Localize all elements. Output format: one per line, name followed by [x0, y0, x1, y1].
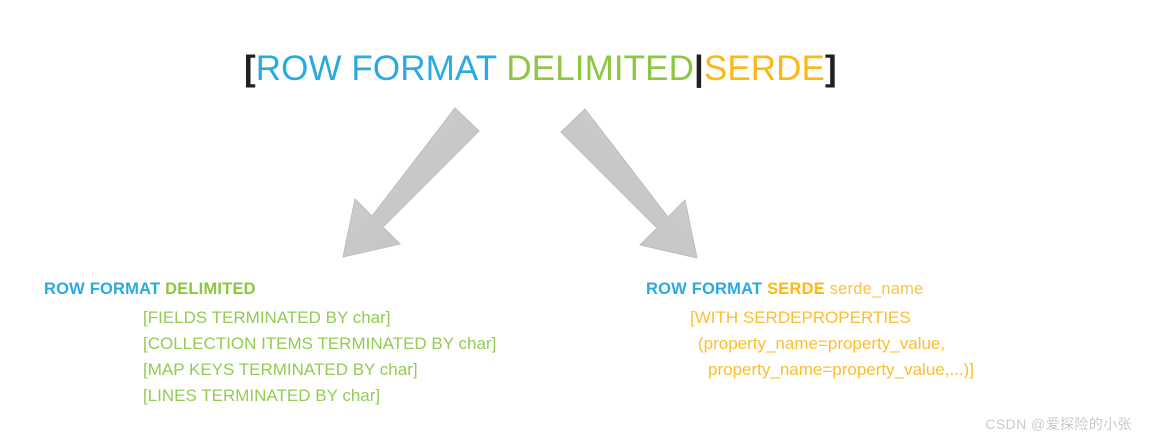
right-line-with-serdeproperties: [WITH SERDEPROPERTIES [690, 308, 911, 327]
left-line-lines: [LINES TERMINATED BY char] [143, 386, 381, 405]
title-open-bracket: [ [244, 49, 256, 88]
arrow-to-serde [560, 108, 698, 259]
right-heading-row-format: ROW FORMAT [646, 280, 763, 298]
right-heading-keyword: SERDE [767, 280, 825, 298]
left-branch-heading: ROW FORMAT DELIMITED [44, 278, 496, 300]
title-space-1 [497, 49, 507, 88]
title-serde: SERDE [703, 49, 825, 88]
right-line-property-first: (property_name=property_value, [698, 334, 946, 353]
left-line-map-keys: [MAP KEYS TERMINATED BY char] [143, 360, 418, 379]
csdn-watermark: CSDN @爱探险的小张 [985, 416, 1132, 432]
title-close-bracket: ] [824, 49, 837, 88]
right-line-property-second: property_name=property_value,...)] [708, 360, 975, 379]
arrow-to-delimited [342, 107, 480, 258]
right-heading-argument: serde_name [829, 280, 924, 298]
left-line-fields: [FIELDS TERMINATED BY char] [143, 308, 391, 327]
syntax-title: [ROW FORMAT DELIMITED|SERDE] [244, 48, 837, 90]
right-branch-lines: [WITH SERDEPROPERTIES (property_name=pro… [646, 305, 974, 383]
title-pipe: | [693, 49, 704, 88]
left-heading-row-format: ROW FORMAT [44, 280, 161, 298]
title-row-format: ROW FORMAT [255, 49, 497, 88]
left-branch: ROW FORMAT DELIMITED [FIELDS TERMINATED … [44, 278, 496, 409]
right-branch-heading: ROW FORMAT SERDE serde_name [646, 278, 974, 300]
left-heading-keyword: DELIMITED [165, 280, 256, 298]
left-line-collection: [COLLECTION ITEMS TERMINATED BY char] [143, 334, 497, 353]
title-delimited: DELIMITED [506, 49, 694, 88]
left-branch-lines: [FIELDS TERMINATED BY char] [COLLECTION … [44, 305, 496, 409]
right-branch: ROW FORMAT SERDE serde_name [WITH SERDEP… [646, 278, 974, 383]
